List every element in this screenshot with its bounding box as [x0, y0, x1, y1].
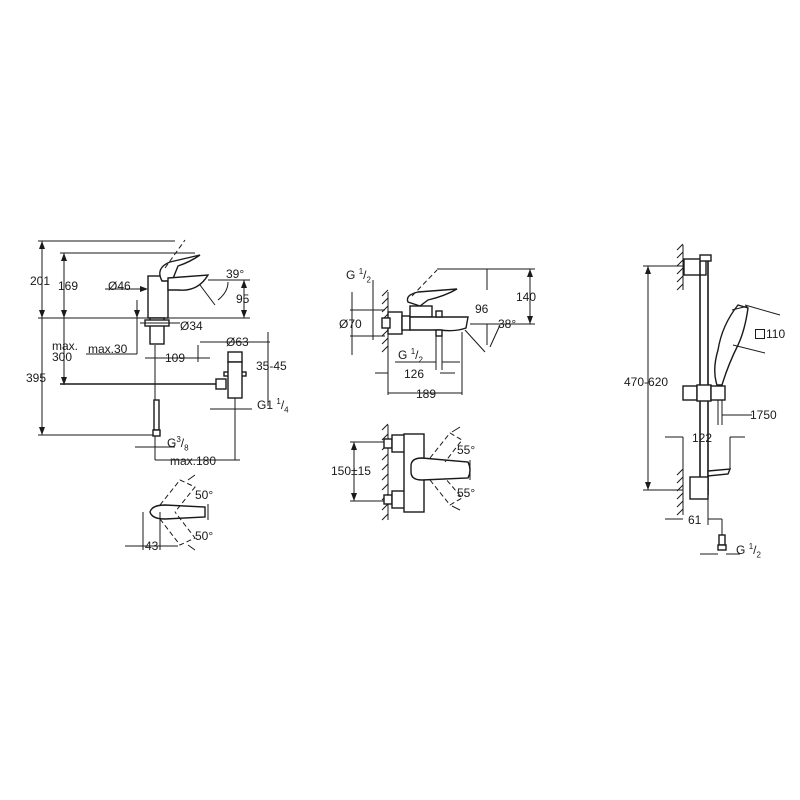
- dim-bath-escutcheon-diameter: Ø70: [339, 317, 362, 331]
- dim-basin-max-180: max.180: [170, 454, 217, 468]
- dim-basin-max-label: max.: [52, 339, 79, 353]
- dim-hose-length: 1750: [750, 408, 777, 422]
- dim-basin-hose-thread: G3/8: [167, 435, 189, 453]
- dim-bath-outlet-distance: 126: [404, 367, 425, 381]
- dim-bath-angle-bottom: 55°: [457, 486, 476, 500]
- dim-basin-depth-total: 395: [26, 371, 47, 385]
- square-symbol-icon: [755, 329, 765, 339]
- dim-basin-lever-angle-top: 50°: [195, 488, 214, 502]
- dim-basin-spout-angle: 39°: [226, 267, 245, 281]
- dim-basin-lever-angle-bottom: 50°: [195, 529, 214, 543]
- dim-basin-height-total: 201: [30, 274, 51, 288]
- shower-rail-side-view: [643, 243, 781, 555]
- dim-hand-shower-projection: 122: [692, 431, 713, 445]
- dim-bath-projection: 189: [416, 387, 437, 401]
- basin-mixer-side-view: [38, 239, 270, 461]
- dim-shower-head-size: 110: [755, 328, 785, 340]
- dim-bath-height: 140: [516, 290, 537, 304]
- dim-bath-inlet-thread: G 1/2: [346, 267, 371, 285]
- dim-wall-projection: 61: [688, 513, 702, 527]
- dim-connection-thread: G 1/2: [736, 542, 761, 560]
- dim-basin-waste-diameter: Ø63: [226, 335, 249, 349]
- bath-mixer-top-view: [350, 423, 471, 521]
- bath-mixer-side-view: [350, 268, 535, 395]
- dim-basin-waste-thread: G1 1/4: [257, 397, 289, 415]
- dim-bath-spout-height: 96: [475, 302, 489, 316]
- dim-basin-max-30: max.30: [88, 342, 128, 356]
- dim-basin-max-thickness: 300: [52, 350, 73, 364]
- dim-bath-centers: 150±15: [331, 464, 371, 478]
- dim-basin-waste-range: 35-45: [256, 359, 287, 373]
- dim-rail-height-range: 470-620: [624, 375, 669, 389]
- dim-bath-angle-top: 55°: [457, 443, 476, 457]
- dim-bath-spout-angle: 38°: [498, 317, 517, 331]
- dim-basin-shank-diameter: Ø34: [180, 319, 203, 333]
- dim-basin-spout-reach: 95: [236, 292, 250, 306]
- dim-basin-spout-height: 169: [58, 279, 79, 293]
- basin-mixer-top-view: [125, 474, 209, 551]
- dim-basin-top-width: 43: [145, 539, 159, 553]
- dim-basin-waste-distance: 109: [165, 351, 186, 365]
- dim-basin-spout-diameter: Ø46: [108, 279, 131, 293]
- dim-bath-outlet-thread: G 1/2: [398, 347, 423, 365]
